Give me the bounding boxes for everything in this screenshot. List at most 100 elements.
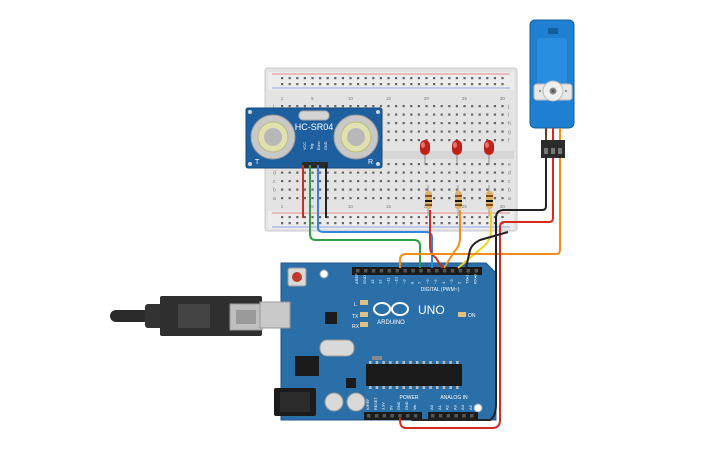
breadboard-hole [296, 188, 299, 191]
rail-hole [501, 77, 504, 80]
rail-hole [319, 216, 322, 219]
arduino-logo: ARDUINO [373, 302, 409, 326]
power-pin-label: 5V [389, 405, 393, 410]
breadboard-hole [471, 197, 474, 200]
breadboard-hole [433, 163, 436, 166]
breadboard-hole [493, 130, 496, 133]
breadboard-hole [448, 180, 451, 183]
rail-hole [410, 216, 413, 219]
breadboard-hole [402, 113, 405, 116]
breadboard-hole [448, 171, 451, 174]
sensor-pin-label: Trig [310, 144, 314, 150]
rail-hole [303, 216, 306, 219]
breadboard-hole [303, 197, 306, 200]
chip-pin [436, 386, 439, 389]
breadboard-hole [281, 105, 284, 108]
rail-hole [334, 222, 337, 225]
breadboard-hole [395, 163, 398, 166]
servo-motor [529, 19, 575, 158]
breadboard-hole [478, 105, 481, 108]
power-pin-label: GND [397, 401, 401, 410]
breadboard-hole [387, 113, 390, 116]
rail-hole [433, 83, 436, 86]
column-number: 10 [348, 204, 354, 209]
breadboard-hole [402, 171, 405, 174]
breadboard-hole [440, 139, 443, 142]
breadboard-hole [493, 122, 496, 125]
rail-hole [395, 83, 398, 86]
digital-pin-label: 4 [441, 281, 446, 284]
rail-hole [303, 77, 306, 80]
chip-pin [402, 361, 405, 364]
breadboard-hole [433, 180, 436, 183]
breadboard-hole [288, 105, 291, 108]
breadboard-hole [417, 139, 420, 142]
rail-hole [296, 216, 299, 219]
breadboard-hole [417, 180, 420, 183]
rail-hole [486, 222, 489, 225]
rail-hole [471, 77, 474, 80]
row-letter: f [508, 138, 510, 144]
rail-hole [402, 77, 405, 80]
breadboard-hole [440, 180, 443, 183]
analog-pin-label: A1 [437, 404, 442, 410]
breadboard-hole [410, 139, 413, 142]
sensor-left-mark: T [255, 159, 260, 166]
breadboard-hole [387, 122, 390, 125]
row-letter: c [273, 179, 276, 185]
breadboard-hole [433, 130, 436, 133]
analog-pin-label: A2 [445, 404, 450, 410]
rail-hole [471, 83, 474, 86]
header-pin [390, 414, 394, 418]
breadboard-hole [288, 197, 291, 200]
breadboard-hole [448, 139, 451, 142]
breadboard-hole [440, 113, 443, 116]
chip-pin [442, 361, 446, 364]
rail-hole [402, 216, 405, 219]
breadboard-hole [288, 180, 291, 183]
breadboard-hole [372, 188, 375, 191]
breadboard-hole [364, 197, 367, 200]
breadboard-hole [417, 105, 420, 108]
breadboard-hole [319, 171, 322, 174]
l-label: L [354, 302, 357, 308]
breadboard-hole [311, 188, 314, 191]
breadboard-hole [493, 171, 496, 174]
rail-hole [319, 77, 322, 80]
breadboard-hole [471, 180, 474, 183]
breadboard-hole [395, 105, 398, 108]
breadboard-hole [478, 188, 481, 191]
breadboard-hole [455, 188, 458, 191]
breadboard-hole [357, 180, 360, 183]
analog-pin-label: A0 [429, 404, 434, 410]
breadboard-hole [395, 130, 398, 133]
breadboard-hole [455, 122, 458, 125]
column-number: 5 [311, 96, 314, 101]
rail-hole [387, 83, 390, 86]
breadboard-hole [296, 180, 299, 183]
arduino-logo-text: ARDUINO [377, 320, 405, 326]
breadboard-hole [493, 197, 496, 200]
breadboard-hole [471, 113, 474, 116]
chip-pin [422, 361, 426, 364]
breadboard-hole [372, 105, 375, 108]
breadboard-hole [440, 197, 443, 200]
rail-hole [288, 77, 291, 80]
header-pin [403, 269, 407, 273]
breadboard-hole [433, 139, 436, 142]
rail-hole [341, 222, 344, 225]
breadboard-hole [379, 197, 382, 200]
breadboard-hole [471, 171, 474, 174]
row-letter: j [272, 104, 274, 110]
breadboard-hole [410, 105, 413, 108]
breadboard-hole [448, 188, 451, 191]
breadboard-hole [311, 105, 314, 108]
resistor-1 [425, 185, 432, 216]
breadboard-hole [425, 139, 428, 142]
breadboard-hole [448, 163, 451, 166]
breadboard-hole [357, 197, 360, 200]
breadboard-hole [357, 171, 360, 174]
breadboard-hole [501, 122, 504, 125]
breadboard-hole [501, 139, 504, 142]
